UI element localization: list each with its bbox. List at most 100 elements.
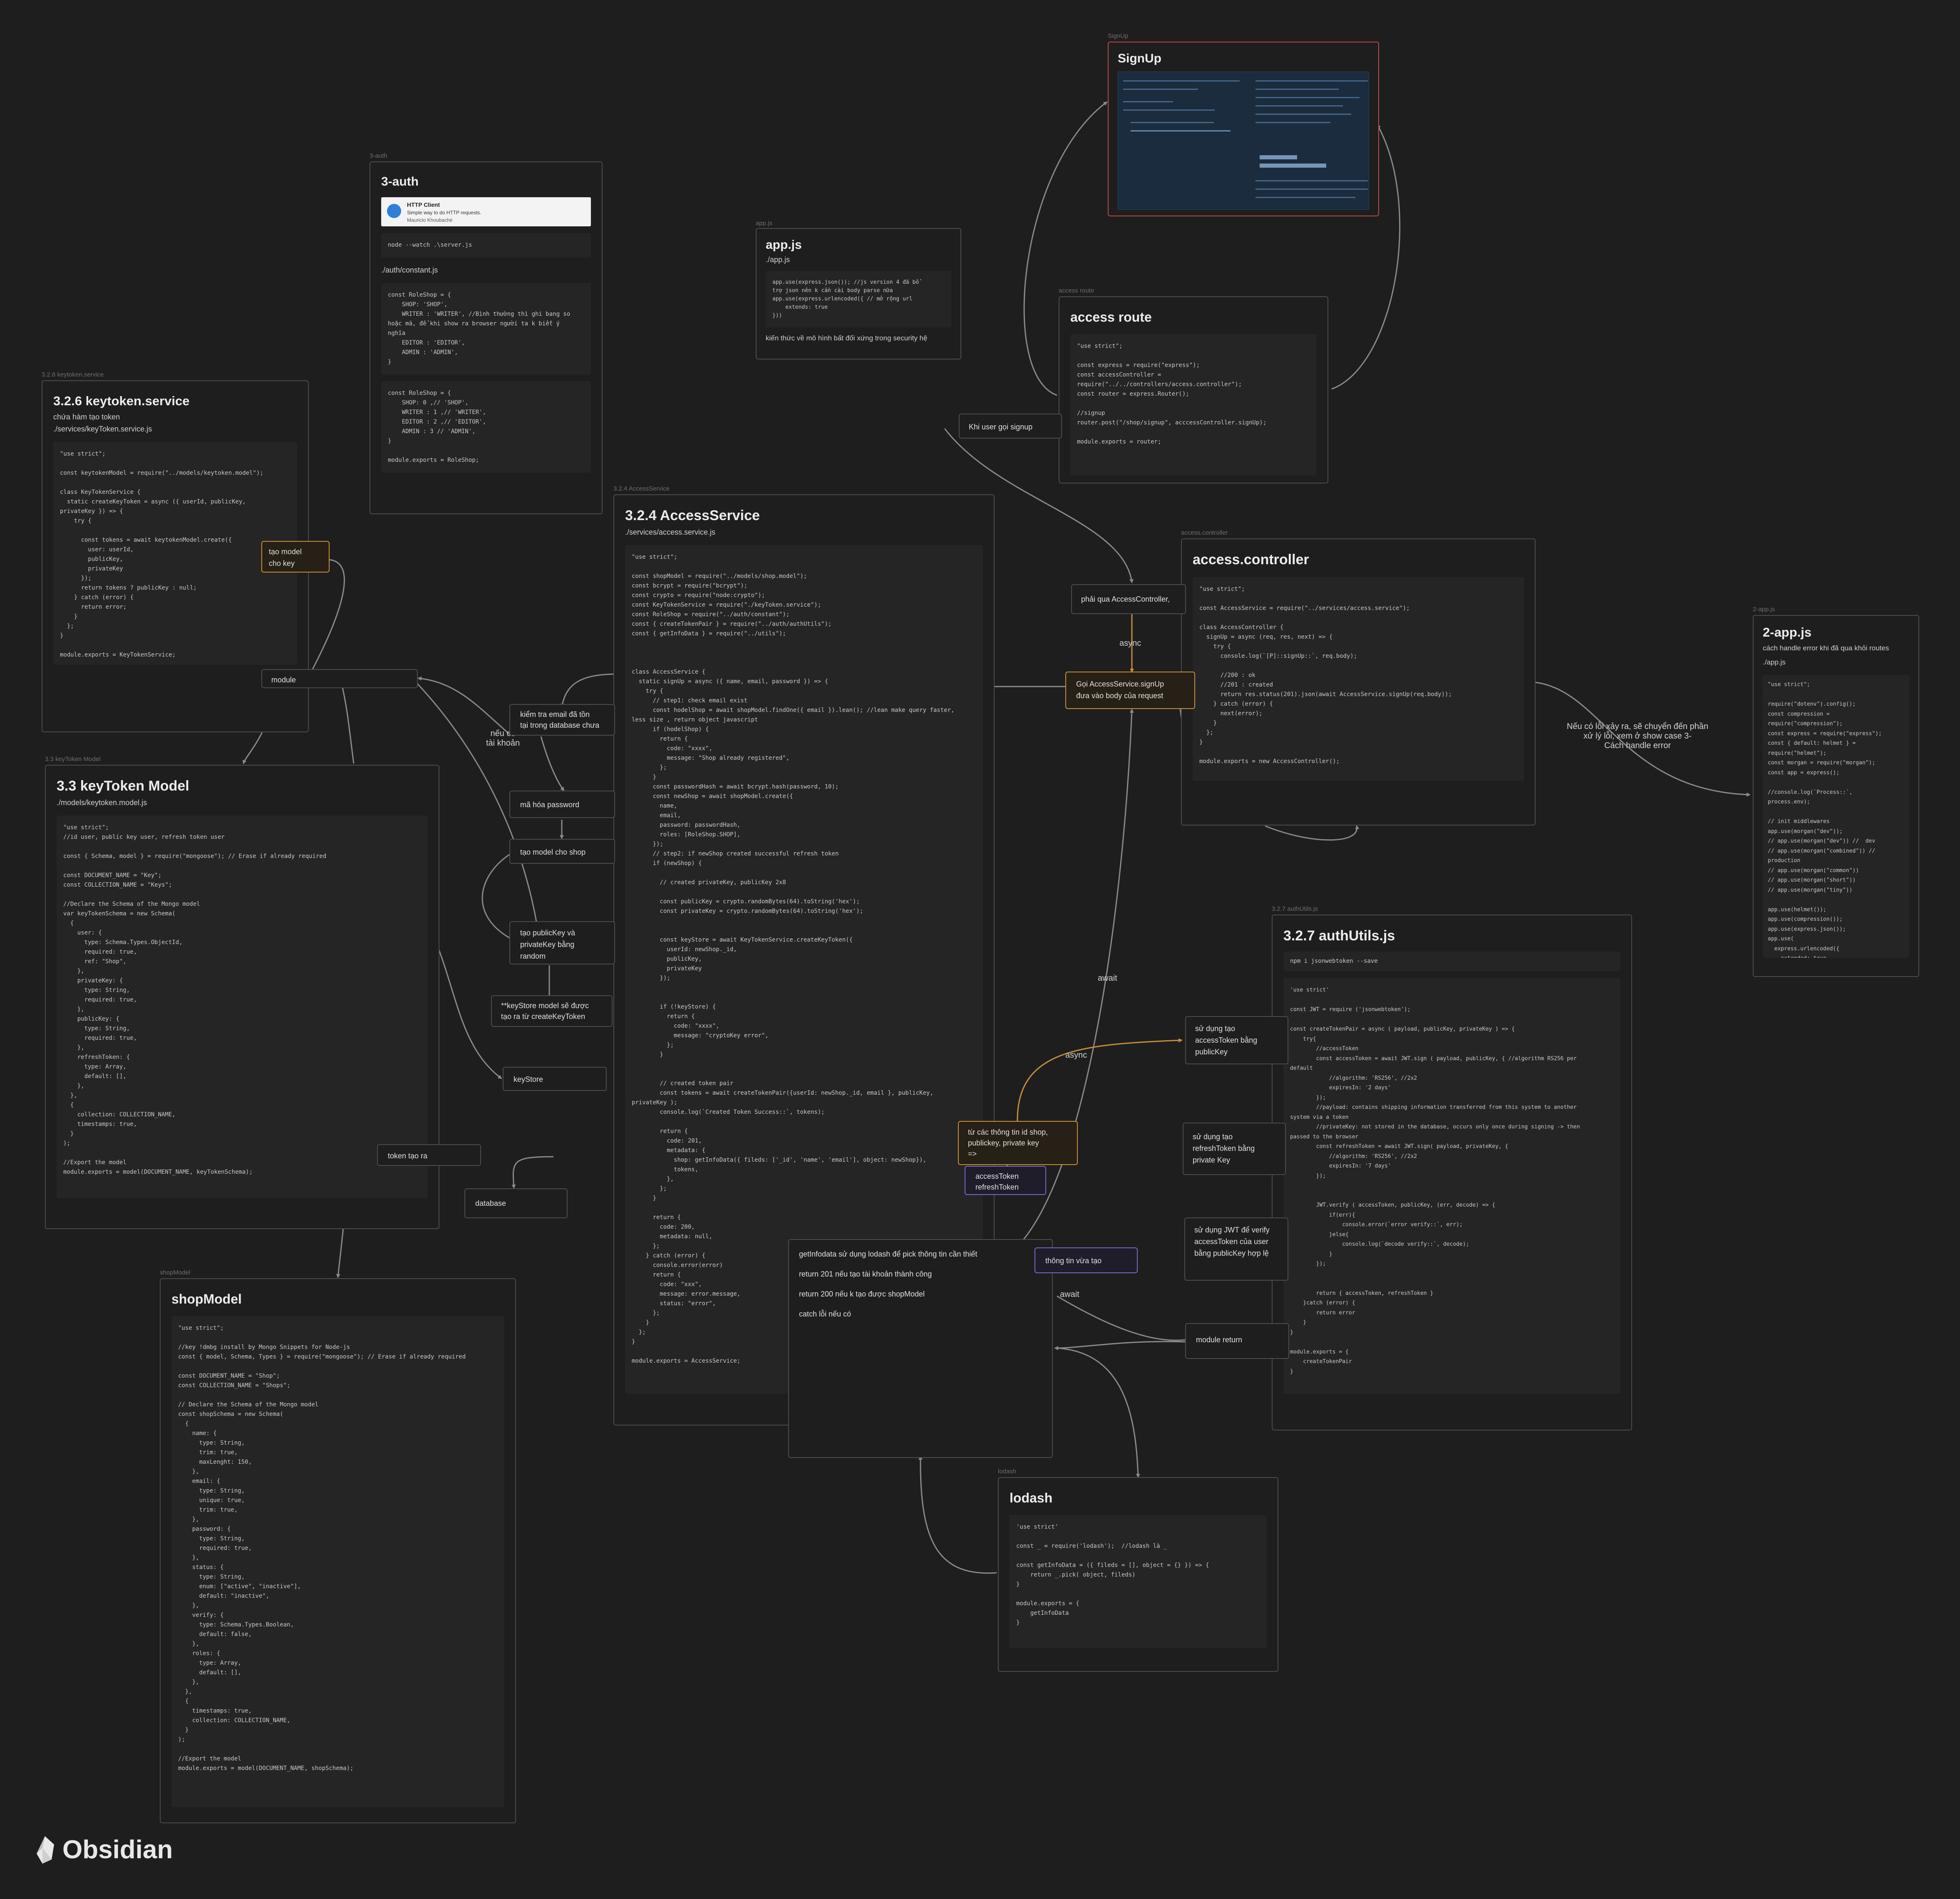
card-text: **keyStore model sẽ được tạo ra từ creat… [501,1002,589,1021]
card-khi-user[interactable]: Khi user gọi signup [959,414,1062,439]
card-text: tạo publicKey và privateKey bằng random [520,929,576,960]
code-block: app.use(express.json()); //js version 4 … [766,271,951,327]
file-path: ./auth/constant.js [381,266,438,274]
cloud-icon [387,204,401,218]
edge-module-to-keytoken-model [340,682,355,764]
access-route-card[interactable]: access route "use strict"; const express… [1059,296,1328,483]
node-label: 3-auth [370,152,387,159]
card-ma-hoa[interactable]: mã hóa password [509,791,615,818]
edge-label-async: async [1119,639,1141,648]
edge-service-to-check [560,673,618,708]
card-token-tao-ra[interactable]: token tạo ra [377,1144,481,1166]
node-label: SignUp [1108,32,1129,40]
card-text: Gọi AccessService.signUp đưa vào body củ… [1076,680,1164,700]
file-path: ./services/access.service.js [625,528,716,536]
card-thong-tin[interactable]: thông tin vừa tạo [1035,1247,1138,1273]
node-label: 3.2.4 AccessService [613,485,670,492]
card-title: 3-auth [381,175,419,188]
edge-access-to-return [1057,1295,1186,1341]
card-text: phải qua AccessController, [1081,595,1170,603]
card-access-refresh[interactable]: accessToken refreshToken [965,1166,1046,1195]
card-tao-model-shop[interactable]: tạo model cho shop [509,839,615,864]
node-label: access.controller [1181,529,1228,536]
code-block: "use strict"; const keytokenModel = requ… [53,442,297,665]
code-block: "use strict"; const AccessService = requ… [1193,577,1524,781]
card-phai-qua[interactable]: phải qua AccessController, [1071,584,1186,614]
card-database[interactable]: database [464,1188,568,1218]
card-tao-model-key[interactable]: tạo model cho key [261,541,330,573]
app2-card[interactable]: 2-app.js cách handle error khi đã qua kh… [1753,615,1919,977]
node-label: app.js [756,220,773,227]
card-keystore[interactable]: keyStore [503,1067,607,1091]
card-text: kiểm tra email đã tồn tại trong database… [520,710,600,729]
description: cách handle error khi đã qua khỏi routes [1763,644,1889,652]
extension-desc: Simple way to do HTTP requests. [407,210,481,216]
code-cmd: node --watch .\server.js [381,233,591,258]
card-text: sử dụng JWT để verify accessToken của us… [1194,1226,1270,1257]
card-su-dung-access[interactable]: sử dụng tạo accessToken bằng publicKey [1185,1016,1288,1064]
extension-name: HTTP Client [407,201,440,208]
card-text: từ các thông tin id shop, publickey, pri… [968,1128,1048,1158]
edge-label-await: await [1060,1290,1079,1299]
edge-check-to-module [417,676,510,735]
card-su-dung-refresh[interactable]: sử dụng tạo refreshToken bằng private Ke… [1183,1123,1286,1175]
card-title: SignUp [1118,52,1161,65]
edge-label-error: Nếu có lỗi xảy ra, sẽ chuyển đến phần xử… [1567,722,1709,750]
card-module[interactable]: module [261,669,418,688]
edge-check-to-hash [540,736,565,791]
code-block: const RoleShop = { SHOP: 'SHOP', WRITER … [381,283,591,374]
code-block: const RoleShop = { SHOP: 0 ,// 'SHOP', W… [381,381,591,473]
getinfo-note-card[interactable]: getInfodata sử dụng lodash để pick thông… [788,1239,1053,1458]
obsidian-logo: Obsidian [33,1835,173,1864]
edge-keytoken-to-shop [336,1227,344,1278]
appjs-card[interactable]: app.js ./app.js app.use(express.json());… [756,228,961,359]
edge-label-await: await [1098,974,1117,983]
access-controller-card[interactable]: access.controller "use strict"; const Ac… [1181,538,1536,826]
card-title: app.js [766,238,802,252]
card-keystore-note[interactable]: **keyStore model sẽ được tạo ra từ creat… [491,995,613,1027]
edge-label-async: async [1065,1051,1087,1060]
edge-lodash-to-note [918,1455,997,1574]
note-line: getInfodata sử dụng lodash để pick thông… [799,1250,978,1258]
description: chứa hàm tạo token [53,413,120,421]
edge-module-return [1054,1341,1186,1350]
card-tao-publickey[interactable]: tạo publicKey và privateKey bằng random [509,921,615,964]
card-text: Khi user gọi signup [969,423,1033,431]
node-label: 3.3 keyToken Model [45,756,101,763]
obsidian-gem-icon [37,1836,54,1864]
keytoken-model-card[interactable]: 3.3 keyToken Model ./models/keytoken.mod… [45,765,439,1229]
authutils-card[interactable]: 3.2.7 authUtils.js npm i jsonwebtoken --… [1272,915,1632,1430]
card-title: lodash [1010,1490,1053,1505]
node-label: 3.2.6 keytoken.service [42,371,104,378]
card-title: 3.2.4 AccessService [625,508,760,523]
card-text: tạo model cho key [269,548,302,568]
card-module-return[interactable]: module return [1185,1323,1289,1359]
node-label: shopModel [160,1269,191,1276]
shopmodel-card[interactable]: shopModel "use strict"; //key !dmbg inst… [160,1278,516,1823]
card-su-dung-jwt[interactable]: sử dụng JWT để verify accessToken của us… [1184,1217,1288,1281]
card-kiem-tra-email[interactable]: kiểm tra email đã tồn tại trong database… [509,704,615,736]
lodash-card[interactable]: lodash 'use strict' const _ = require('l… [998,1477,1278,1672]
node-label: 3.2.7 authUtils.js [1272,905,1318,912]
edge-service-to-model [242,732,263,764]
card-goi-signup[interactable]: Gọi AccessService.signUp đưa vào body củ… [1065,672,1195,709]
code-cmd: npm i jsonwebtoken --save [1283,952,1620,971]
file-path: ./services/keyToken.service.js [53,425,152,433]
card-title: access route [1070,310,1152,325]
card-text: mã hóa password [520,801,580,809]
brand-name: Obsidian [62,1835,173,1864]
signup-card[interactable]: SignUp [1108,42,1379,216]
http-client-extension: HTTP Client Simple way to do HTTP reques… [381,197,591,226]
auth3-card[interactable]: 3-auth HTTP Client Simple way to do HTTP… [370,161,603,514]
edge-controller-down [1265,825,1360,841]
extension-author: Mauricio Khoubaché [407,217,453,223]
file-path: ./models/keytoken.model.js [57,798,147,807]
card-title: 3.2.6 keytoken.service [53,394,190,408]
code-block: "use strict"; //id user, public key user… [57,816,428,1198]
card-text: thông tin vừa tạo [1045,1257,1102,1265]
card-text: sử dụng tạo refreshToken bằng private Ke… [1193,1133,1255,1164]
code-block: "use strict"; require("dotenv").config()… [1763,675,1909,958]
card-tu-cac[interactable]: từ các thông tin id shop, publickey, pri… [958,1121,1078,1165]
card-text: module return [1196,1336,1243,1344]
code-block: "use strict"; const express = require("e… [1070,334,1317,476]
